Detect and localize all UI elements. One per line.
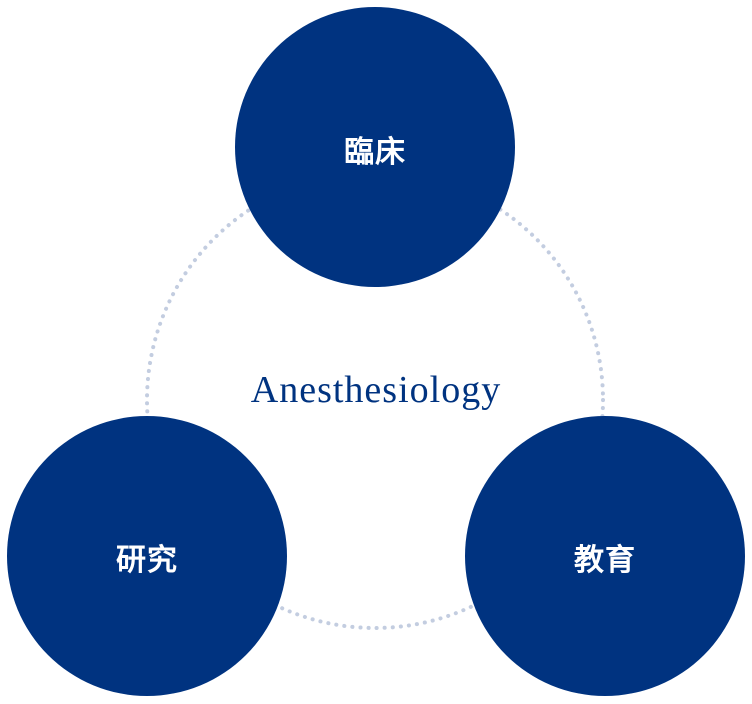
- node-label-research: 研究: [116, 543, 178, 578]
- node-circle-research: [7, 416, 287, 696]
- node-label-clinical: 臨床: [344, 135, 406, 170]
- node-label-education: 教育: [574, 543, 636, 578]
- dotted-ring: [145, 170, 605, 630]
- node-circle-education: [465, 416, 745, 696]
- center-title: Anesthesiology: [250, 369, 502, 411]
- node-circle-clinical: [235, 7, 515, 287]
